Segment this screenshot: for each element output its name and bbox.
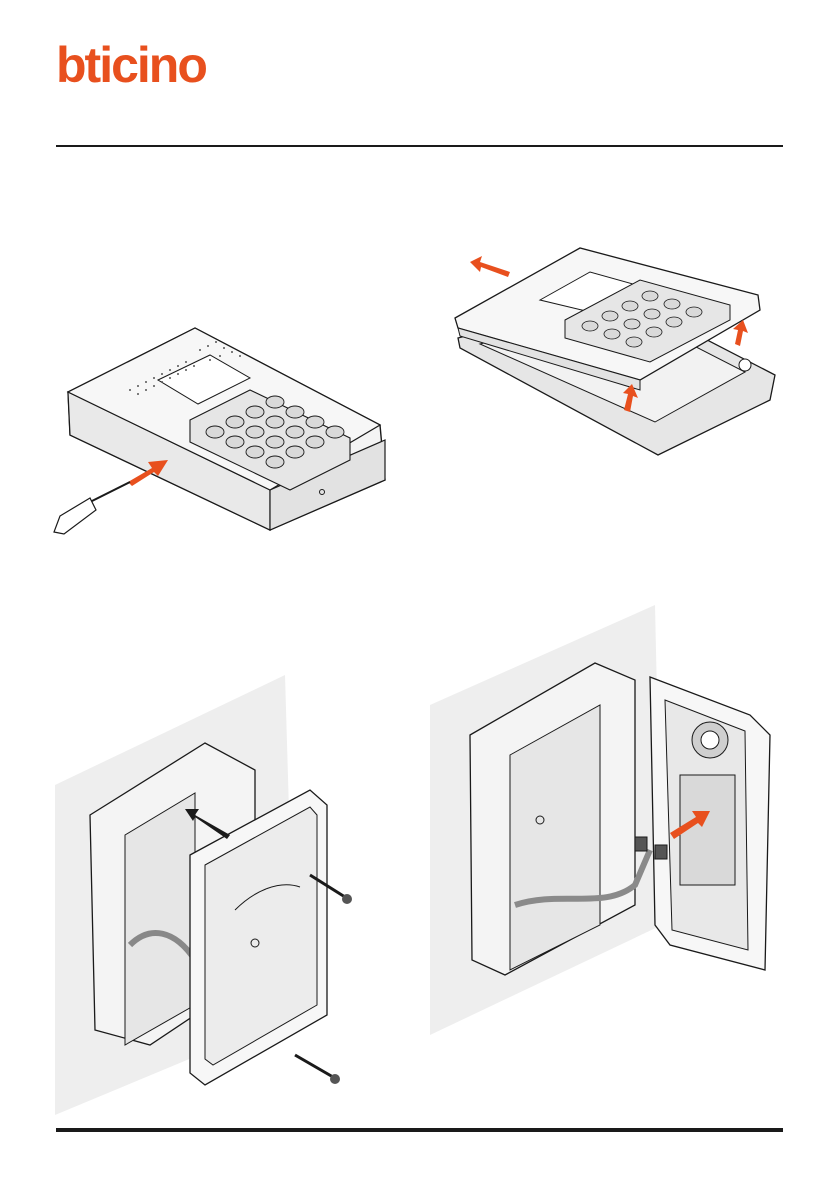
wall-mount-illustration <box>55 675 355 1115</box>
cable-connection-illustration <box>430 605 780 1035</box>
figure-connect-cable <box>430 605 780 1035</box>
device-cover-lift-illustration <box>440 240 785 460</box>
figure-lift-cover <box>440 240 785 460</box>
footer-rule <box>56 1128 783 1132</box>
device-front-illustration <box>50 320 390 550</box>
brand-logo-text: bticino <box>56 40 206 90</box>
header-rule <box>56 145 783 147</box>
figure-wall-mount-screws <box>55 675 355 1115</box>
screwdriver-icon <box>54 482 130 534</box>
brand-logo: bticino <box>56 46 236 90</box>
figure-open-with-screwdriver <box>50 320 390 550</box>
